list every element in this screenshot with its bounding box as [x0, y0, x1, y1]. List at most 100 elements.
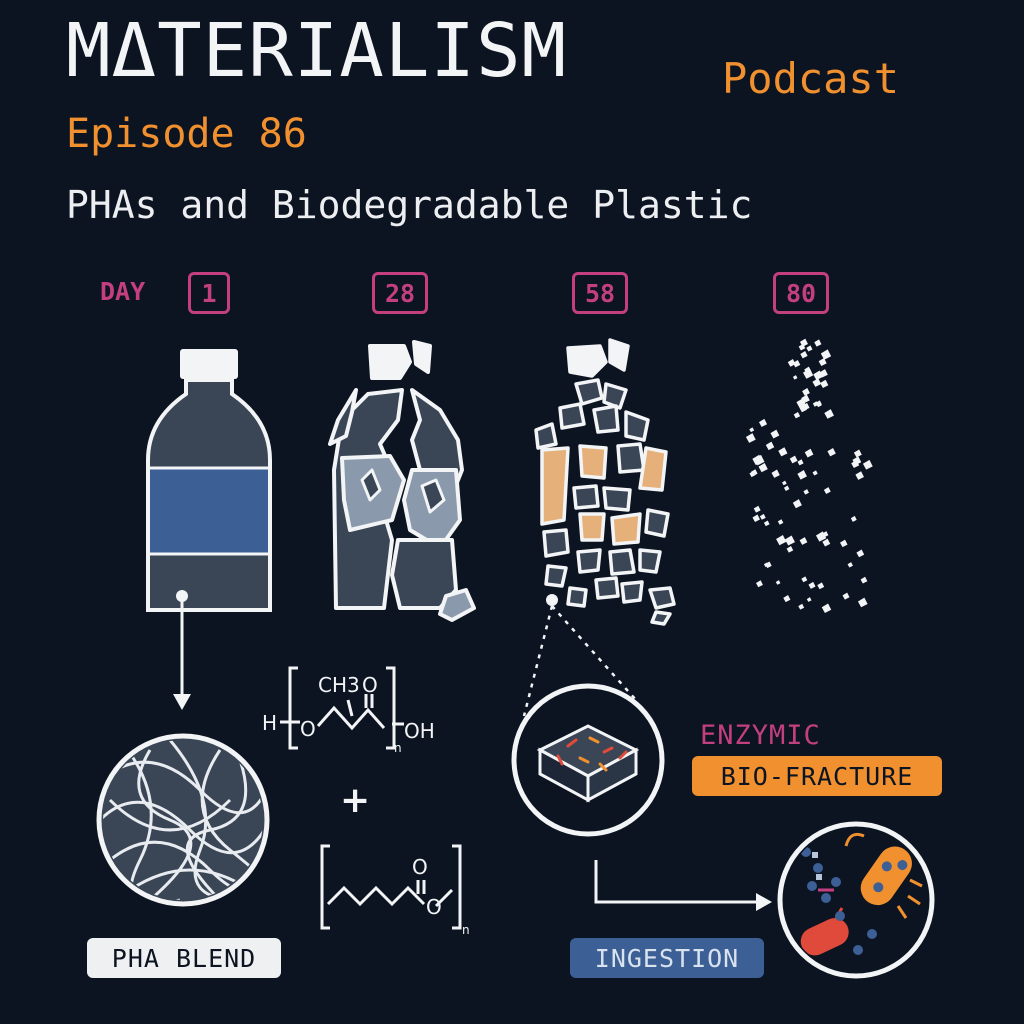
ingestion-label: INGESTION [570, 938, 764, 978]
chem-oh: OH [404, 719, 435, 743]
pha-monomer-structure [280, 666, 404, 750]
particle [842, 592, 850, 600]
particle [765, 561, 772, 569]
chem-n-2: n [462, 923, 470, 937]
bacteria-circle-icon [777, 821, 935, 979]
particle [820, 359, 827, 366]
particle [800, 351, 808, 359]
particle [850, 515, 857, 522]
particle [856, 549, 865, 558]
particle [775, 580, 781, 585]
particle [749, 427, 755, 433]
particle [776, 534, 787, 546]
chem-o-2: O [362, 673, 378, 697]
arrow-icon [594, 860, 772, 911]
particle [778, 447, 788, 457]
particle [758, 418, 768, 427]
fragmented-bottle-icon [522, 338, 676, 717]
particle [783, 485, 790, 491]
particle [817, 582, 825, 590]
particle [763, 520, 770, 527]
pha-polymer-structure [320, 844, 462, 930]
particle [784, 535, 795, 546]
particle [852, 456, 862, 466]
particle [799, 537, 808, 545]
particle [797, 470, 807, 480]
chem-ch3: CH3 [318, 673, 360, 697]
particle [799, 404, 807, 413]
particle [804, 366, 812, 374]
particle [822, 538, 831, 547]
soil-block-circle-icon [511, 683, 665, 837]
arrow-icon [173, 590, 191, 710]
particle [855, 471, 864, 480]
enzymic-label: ENZYMIC [700, 720, 821, 751]
particle [782, 480, 787, 486]
bio-fracture-label: BIO-FRACTURE [692, 756, 942, 796]
particle [753, 505, 761, 513]
chem-o-1: O [300, 717, 316, 741]
polymer-fiber-circle-icon [96, 733, 270, 907]
podcast-label: Podcast [722, 54, 900, 103]
particle [813, 370, 823, 381]
particle [840, 539, 848, 548]
particle [814, 339, 822, 347]
cracked-bottle-icon [328, 340, 476, 622]
particle [797, 459, 804, 466]
particle [853, 449, 862, 458]
chem-o-3: O [412, 855, 428, 879]
particle [798, 603, 805, 610]
brand-title: MΔTERIALISM [66, 8, 568, 94]
particle [857, 597, 868, 608]
particle [789, 455, 798, 464]
particle [808, 581, 816, 589]
day-badge-1: 1 [188, 272, 230, 314]
particle [827, 447, 836, 457]
plastic-bottle-icon [146, 349, 272, 612]
particle [783, 595, 791, 603]
day-label: DAY [100, 277, 146, 306]
chem-o-4: O [426, 895, 442, 919]
particle [815, 531, 827, 542]
chem-h: H [262, 711, 277, 735]
particle [792, 499, 802, 509]
particle [750, 469, 758, 476]
pha-blend-label: PHA BLEND [87, 938, 281, 978]
plus-sign: + [340, 780, 370, 821]
chem-n-1: n [394, 741, 402, 755]
day-badge-80: 80 [773, 272, 829, 314]
particle [812, 378, 822, 387]
particle [803, 489, 809, 495]
particle [815, 400, 822, 407]
particle [801, 576, 808, 583]
particle [812, 470, 818, 476]
particle [745, 433, 756, 443]
particle [824, 605, 831, 611]
particle [792, 375, 798, 380]
particle [824, 409, 834, 419]
particle [752, 454, 763, 466]
particle [802, 387, 810, 396]
particle [786, 546, 794, 553]
particle [860, 576, 868, 584]
particle [799, 338, 808, 347]
particle [804, 448, 814, 458]
particles-icon [745, 338, 873, 613]
episode-subtitle: PHAs and Biodegradable Plastic [66, 183, 753, 227]
particle [756, 580, 763, 588]
particle [800, 398, 806, 404]
particle [847, 562, 853, 568]
particle [759, 513, 766, 520]
particle [820, 349, 832, 360]
particle [806, 345, 813, 352]
particle [806, 597, 812, 602]
particle [793, 411, 801, 419]
particle [752, 514, 760, 523]
particle [771, 469, 780, 478]
particle [777, 519, 784, 525]
particle [820, 379, 829, 388]
particle [823, 487, 831, 494]
episode-label: Episode 86 [66, 111, 307, 157]
